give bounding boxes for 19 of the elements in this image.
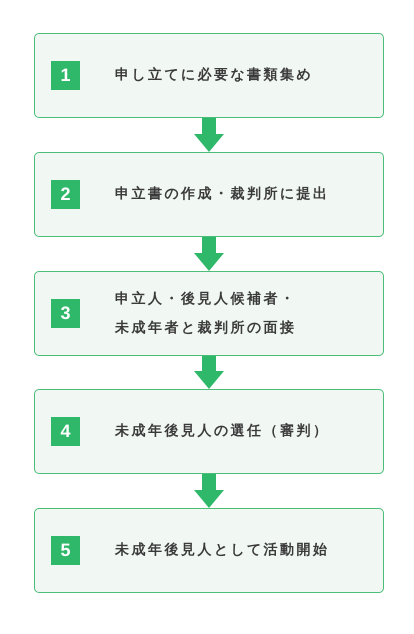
- down-arrow: [194, 474, 224, 508]
- step-box: [34, 508, 384, 593]
- step-number-badge: 5: [51, 536, 80, 565]
- step-text: 未成年後見人の選任（審判）: [115, 422, 330, 441]
- step-text: 申立書の作成・裁判所に提出: [115, 184, 330, 204]
- step-box: [34, 271, 384, 356]
- down-arrow: [194, 118, 224, 152]
- down-arrow: [194, 237, 224, 271]
- step-number-badge: 4: [51, 417, 80, 446]
- step-number-badge: 3: [51, 299, 80, 328]
- step-box: [34, 33, 384, 118]
- step-text: 申立人・後見人候補者・未成年者と裁判所の面接: [115, 290, 298, 338]
- step-box: [34, 152, 384, 237]
- step-text: 申し立てに必要な書類集め: [115, 66, 313, 85]
- step-text: 未成年後見人として活動開始: [115, 541, 330, 560]
- down-arrow: [194, 356, 224, 389]
- step-box: [34, 389, 384, 474]
- step-number-badge: 2: [51, 180, 80, 209]
- step-number-badge: 1: [51, 61, 80, 90]
